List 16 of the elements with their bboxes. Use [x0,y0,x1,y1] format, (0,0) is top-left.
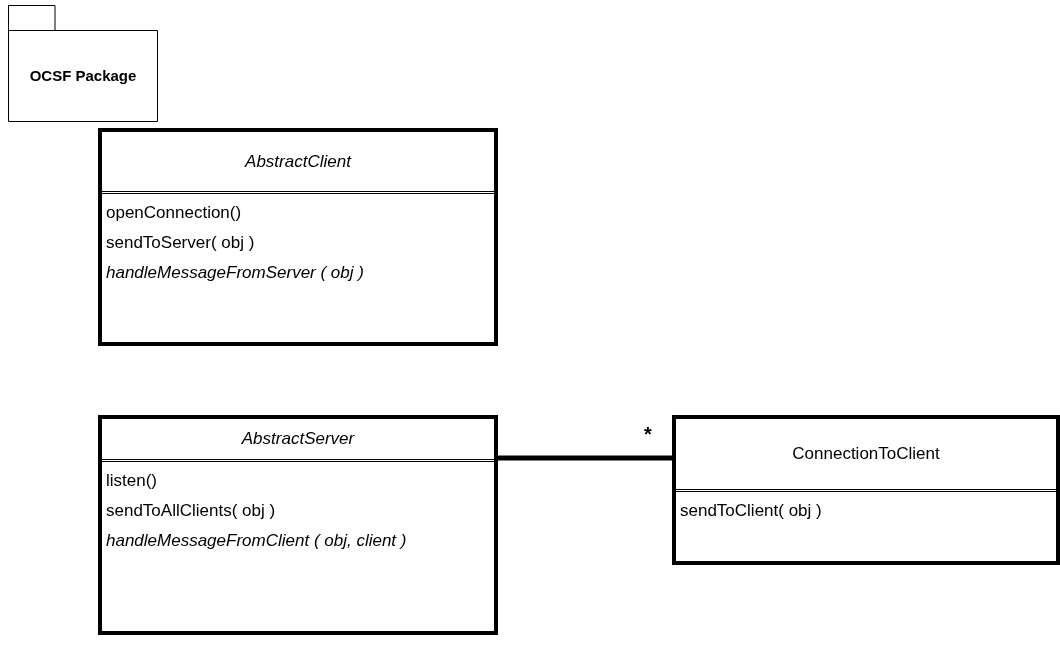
method-text: sendToAllClients( obj ) [106,500,277,522]
class-box [98,128,498,346]
class-name: AbstractServer [241,428,355,451]
class-name: ConnectionToClient [792,443,940,466]
class-box [98,415,498,635]
method-text: handleMessageFromClient ( obj, client ) [106,530,408,552]
method-text: listen() [106,470,158,492]
association-line [498,455,672,461]
class-box [672,415,1060,565]
multiplicity-label: * [644,424,652,444]
method-text: handleMessageFromServer ( obj ) [106,262,365,284]
package-name: OCSF Package [29,65,137,86]
method-text: sendToServer( obj ) [106,232,256,254]
method-text: openConnection() [106,202,243,224]
class-name: AbstractClient [245,150,351,173]
method-text: sendToClient( obj ) [680,500,823,522]
